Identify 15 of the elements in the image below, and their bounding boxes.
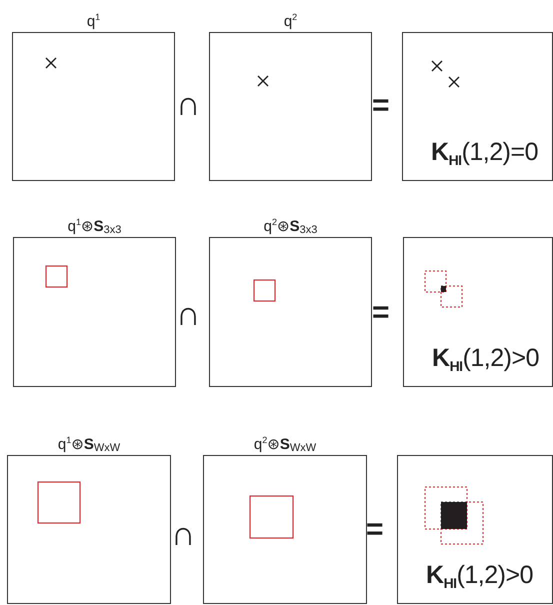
kernel-formula: K$_{HI}$(1,2)>0 [432,344,539,376]
intersection-operator: ∩ [171,516,196,552]
kernel-formula: K$_{HI}$(1,2)=0 [431,138,538,170]
matrix-heading: q$^{2}$ [282,11,298,31]
matrix-heading: q$^{1}$⊛S$_{WxW}$ [56,434,122,456]
kernel-formula: K$_{HI}$(1,2)>0 [426,561,533,593]
matrix-heading: q$^{1}$⊛S$_{3x3}$ [66,216,122,238]
matrix-heading: q$^{1}$ [86,11,102,31]
matrix-heading: q$^{2}$⊛S$_{3x3}$ [262,216,318,238]
equals-operator: = [366,512,384,548]
intersection-operator: ∩ [176,86,200,122]
matrix-heading: q$^{2}$⊛S$_{WxW}$ [252,434,318,456]
equals-operator: = [372,295,390,331]
equals-operator: = [372,88,390,124]
intersection-operator: ∩ [176,296,200,332]
